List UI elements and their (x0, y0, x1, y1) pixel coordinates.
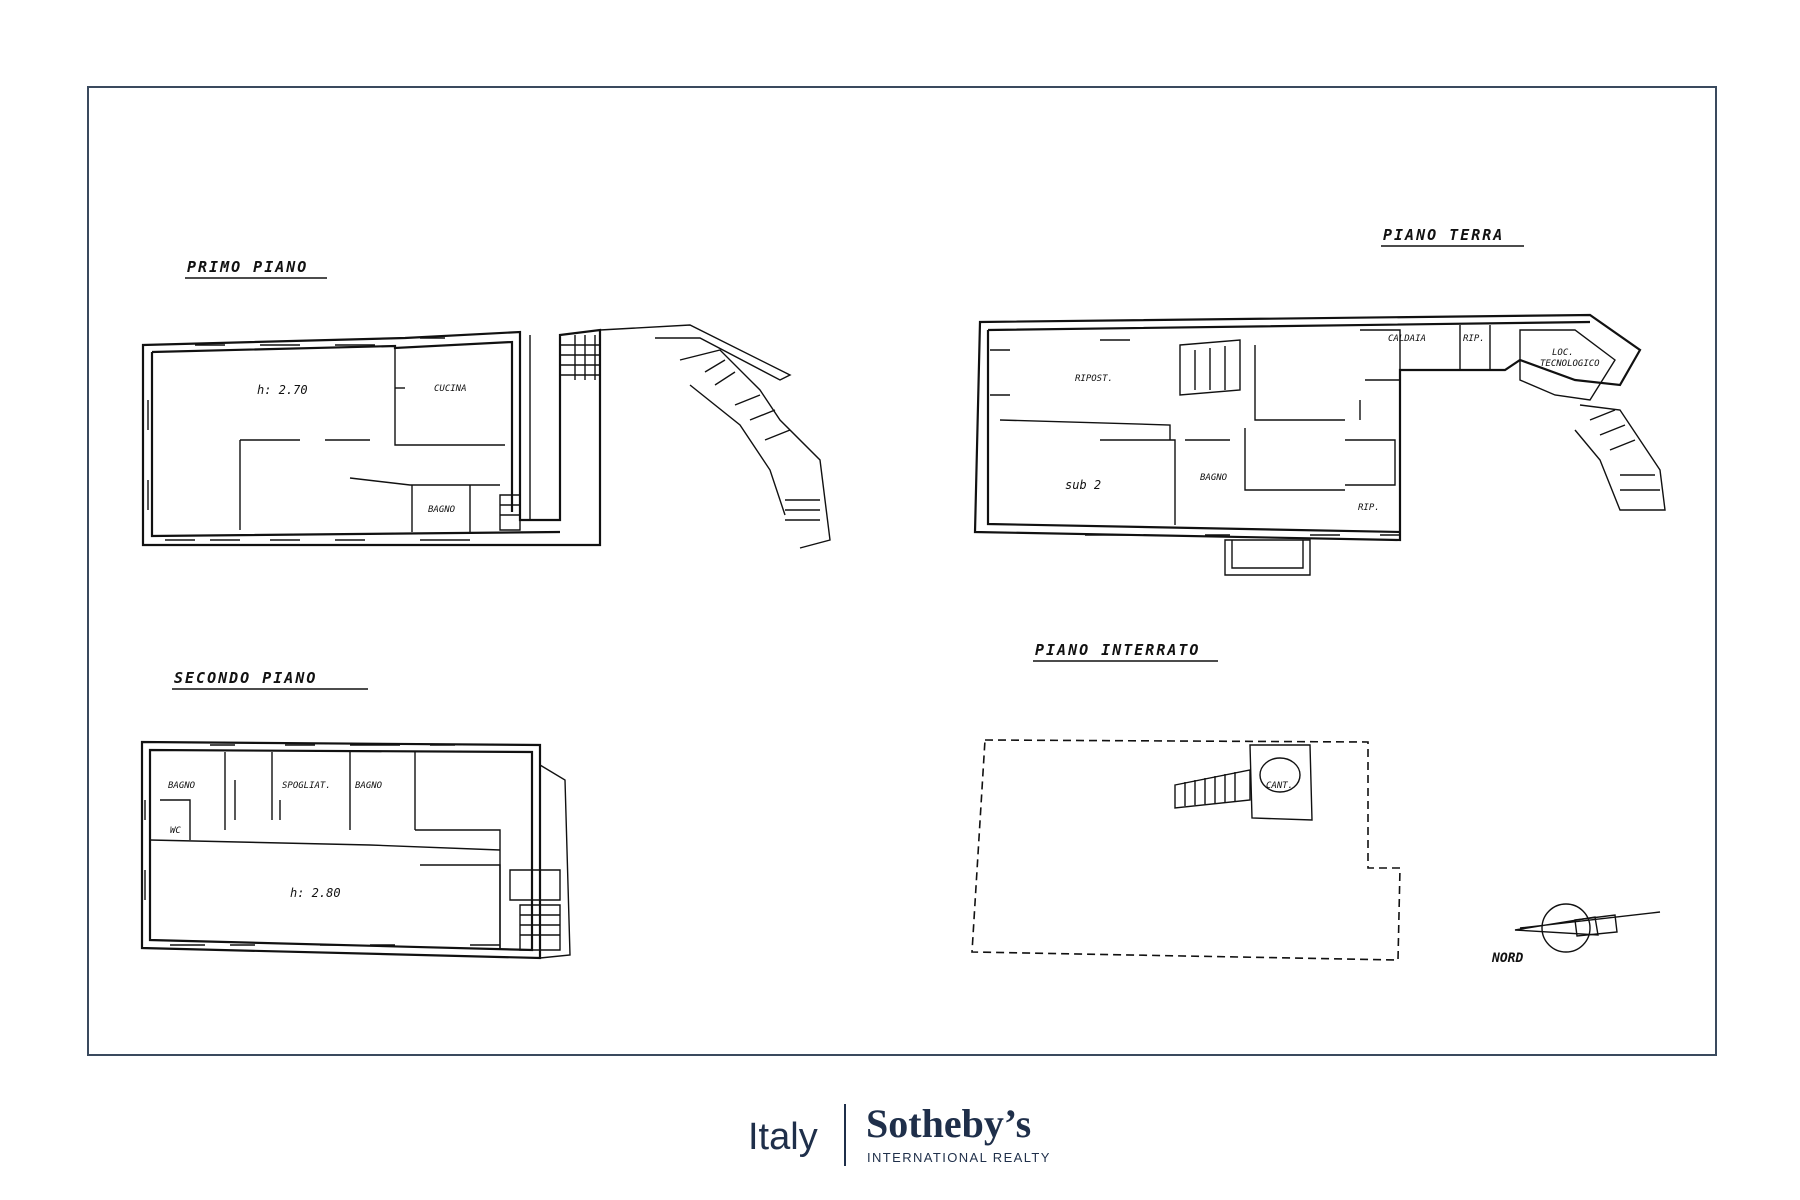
primo-piano-plan: PRIMO PIANO h: 2.70 CUCINA BAGNO (141, 258, 831, 549)
terra-rip1-label: RIP. (1463, 334, 1485, 344)
interrato-cant-label: CANT. (1266, 781, 1293, 791)
primo-height-label: h: 2.70 (257, 383, 308, 397)
terra-ripost-label: RIPOST. (1075, 374, 1113, 384)
secondo-piano-title: SECONDO PIANO (174, 669, 317, 687)
secondo-wc-label: WC (170, 826, 181, 836)
logo-divider (844, 1104, 846, 1166)
piano-interrato-plan: PIANO INTERRATO CANT. (971, 641, 1401, 961)
primo-piano-title: PRIMO PIANO (187, 258, 308, 276)
secondo-height-label: h: 2.80 (290, 886, 341, 900)
piano-terra-plan: PIANO TERRA RIPOST. sub 2 BAGNO CALDAIA … (973, 226, 1666, 576)
terra-sub2-label: sub 2 (1065, 478, 1101, 492)
secondo-spogliatoio-label: SPOGLIAT. (282, 781, 331, 791)
terra-bagno-label: BAGNO (1200, 473, 1228, 483)
brand-logo: Italy Sotheby’s INTERNATIONAL REALTY (0, 1100, 1800, 1170)
north-label: NORD (1491, 951, 1523, 966)
piano-interrato-title: PIANO INTERRATO (1035, 641, 1200, 659)
secondo-bagno2-label: BAGNO (355, 781, 383, 791)
logo-region: Italy (748, 1116, 818, 1158)
terra-rip2-label: RIP. (1358, 503, 1380, 513)
primo-cucina-label: CUCINA (434, 384, 467, 394)
logo-brand: Sotheby’s (866, 1101, 1032, 1146)
terra-loc-label: LOC. (1552, 348, 1574, 358)
primo-bagno-label: BAGNO (428, 505, 456, 515)
terra-tecnologico-label: TECNOLOGICO (1540, 359, 1600, 369)
secondo-piano-plan: SECONDO PIANO BAGNO SPOGLIAT. BAGNO WC h… (140, 669, 571, 960)
terra-caldaia-label: CALDAIA (1388, 334, 1426, 344)
logo-subtitle: INTERNATIONAL REALTY (867, 1150, 1051, 1165)
floor-plans: PRIMO PIANO h: 2.70 CUCINA BAGNO S (140, 226, 1666, 966)
drawing-frame (87, 86, 1717, 1056)
secondo-bagno1-label: BAGNO (168, 781, 196, 791)
north-arrow-icon: NORD (1491, 903, 1661, 966)
piano-terra-title: PIANO TERRA (1383, 226, 1504, 244)
